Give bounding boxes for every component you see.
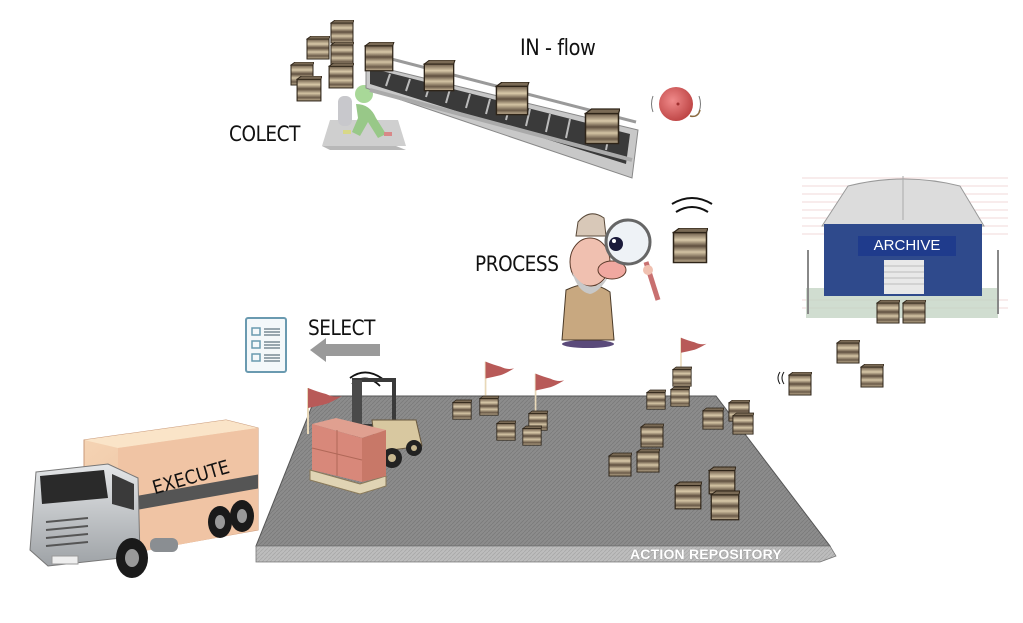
signal-waves-icon xyxy=(671,197,713,213)
truck-icon xyxy=(29,419,259,578)
collect-label: COLECT xyxy=(229,122,300,146)
archive-boxes xyxy=(777,300,926,396)
select-label: SELECT xyxy=(308,316,375,340)
archive-label: ARCHIVE xyxy=(858,236,956,256)
alarm-bell-icon xyxy=(651,87,701,121)
process-label: PROCESS xyxy=(475,252,559,276)
detective-magnifier-icon xyxy=(561,213,661,348)
action-repository-label: ACTION REPOSITORY xyxy=(630,546,782,562)
forklift-icon xyxy=(349,371,423,468)
left-arrow-icon xyxy=(310,338,380,362)
pallet-boxes xyxy=(309,418,387,495)
process-box xyxy=(672,228,708,264)
conveyor-belt-icon xyxy=(365,52,639,179)
collect-box-pile xyxy=(290,20,354,102)
flag-icon xyxy=(484,360,515,402)
worker-figure-icon xyxy=(322,85,406,150)
inflow-label: IN - flow xyxy=(520,36,596,61)
checklist-icon xyxy=(245,317,287,373)
signal-waves-icon xyxy=(777,371,781,385)
